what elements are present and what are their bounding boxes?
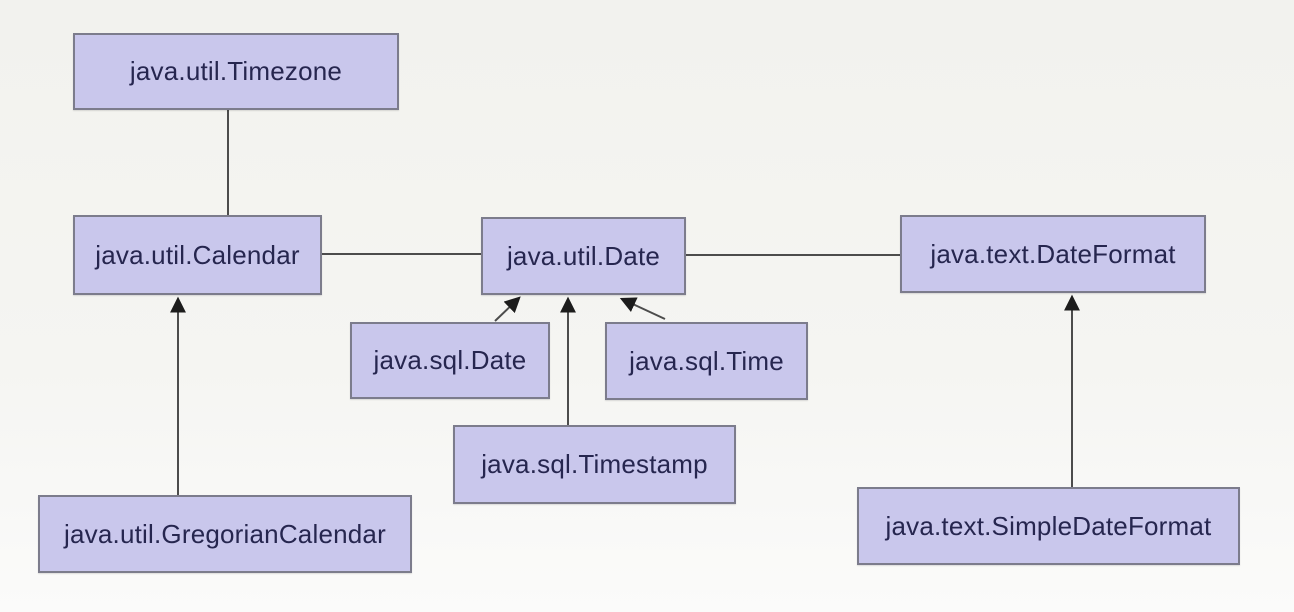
edge-sql-time-to-util-date-arrow <box>619 297 666 320</box>
edge-sql-date-to-util-date-arrow <box>494 296 521 322</box>
node-label: java.util.Date <box>506 240 661 271</box>
node-java-sql-time: java.sql.Time <box>605 322 808 400</box>
node-java-util-gregoriancalendar: java.util.GregorianCalendar <box>38 495 412 573</box>
node-label: java.text.SimpleDateFormat <box>885 510 1212 541</box>
node-label: java.sql.Time <box>629 345 784 376</box>
node-java-util-calendar: java.util.Calendar <box>73 215 322 295</box>
node-java-util-timezone: java.util.Timezone <box>73 33 399 110</box>
node-java-sql-date: java.sql.Date <box>350 322 550 399</box>
node-label: java.util.GregorianCalendar <box>64 518 386 549</box>
node-java-sql-timestamp: java.sql.Timestamp <box>453 425 736 504</box>
node-java-text-simpledateformat: java.text.SimpleDateFormat <box>857 487 1240 565</box>
node-label: java.sql.Timestamp <box>481 449 708 479</box>
node-label: java.sql.Date <box>373 345 527 375</box>
node-label: java.text.DateFormat <box>930 238 1176 269</box>
node-label: java.util.Calendar <box>95 239 300 270</box>
node-java-text-dateformat: java.text.DateFormat <box>900 215 1206 293</box>
node-java-util-date: java.util.Date <box>481 217 686 295</box>
node-label: java.util.Timezone <box>129 56 343 86</box>
